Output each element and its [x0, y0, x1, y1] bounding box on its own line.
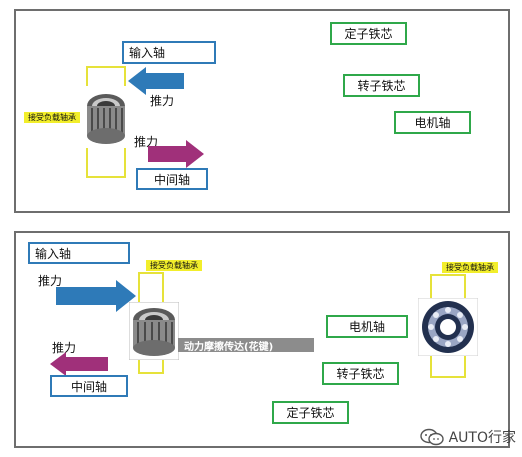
top-bearing-tag: 接受负载轴承: [24, 112, 80, 123]
bottom-ball-bearing-image: [418, 298, 478, 356]
top-thrust-arrow-left-icon: [128, 67, 184, 95]
top-middle-shaft-label: 中间轴: [136, 168, 208, 190]
bottom-tapered-roller-bearing-image: [129, 302, 179, 360]
bottom-stator-core-label: 定子铁芯: [272, 401, 349, 424]
bottom-thrust-arrow-left-icon: [50, 352, 108, 376]
top-tapered-roller-bearing-image: [84, 86, 128, 148]
top-thrust-label-lower: 推力: [134, 135, 159, 149]
bottom-input-shaft-label: 输入轴: [28, 242, 130, 264]
wechat-icon: [419, 428, 444, 446]
top-rotor-core-label: 转子铁芯: [343, 74, 420, 97]
bottom-thrust-label-upper: 推力: [38, 274, 63, 288]
bottom-bearing-tag-right: 接受负载轴承: [442, 262, 498, 273]
bottom-thrust-arrow-right-icon: [56, 280, 136, 312]
watermark: AUTO行家: [419, 427, 516, 447]
top-thrust-arrow-right-icon: [148, 140, 204, 168]
top-input-shaft-label: 输入轴: [122, 41, 216, 64]
bottom-rotor-core-label: 转子铁芯: [322, 362, 399, 385]
watermark-text: AUTO行家: [448, 430, 516, 446]
top-stator-core-label: 定子铁芯: [330, 22, 407, 45]
top-motor-shaft-label: 电机轴: [394, 111, 471, 134]
bottom-spline-transmission-bar: 动力摩擦传达(花键): [178, 338, 314, 352]
bottom-thrust-label-lower: 推力: [52, 341, 77, 355]
top-thrust-label-upper: 推力: [150, 94, 175, 108]
bottom-bearing-tag-left: 接受负载轴承: [146, 260, 202, 271]
bottom-motor-shaft-label: 电机轴: [326, 315, 408, 338]
bottom-middle-shaft-label: 中间轴: [50, 375, 128, 397]
